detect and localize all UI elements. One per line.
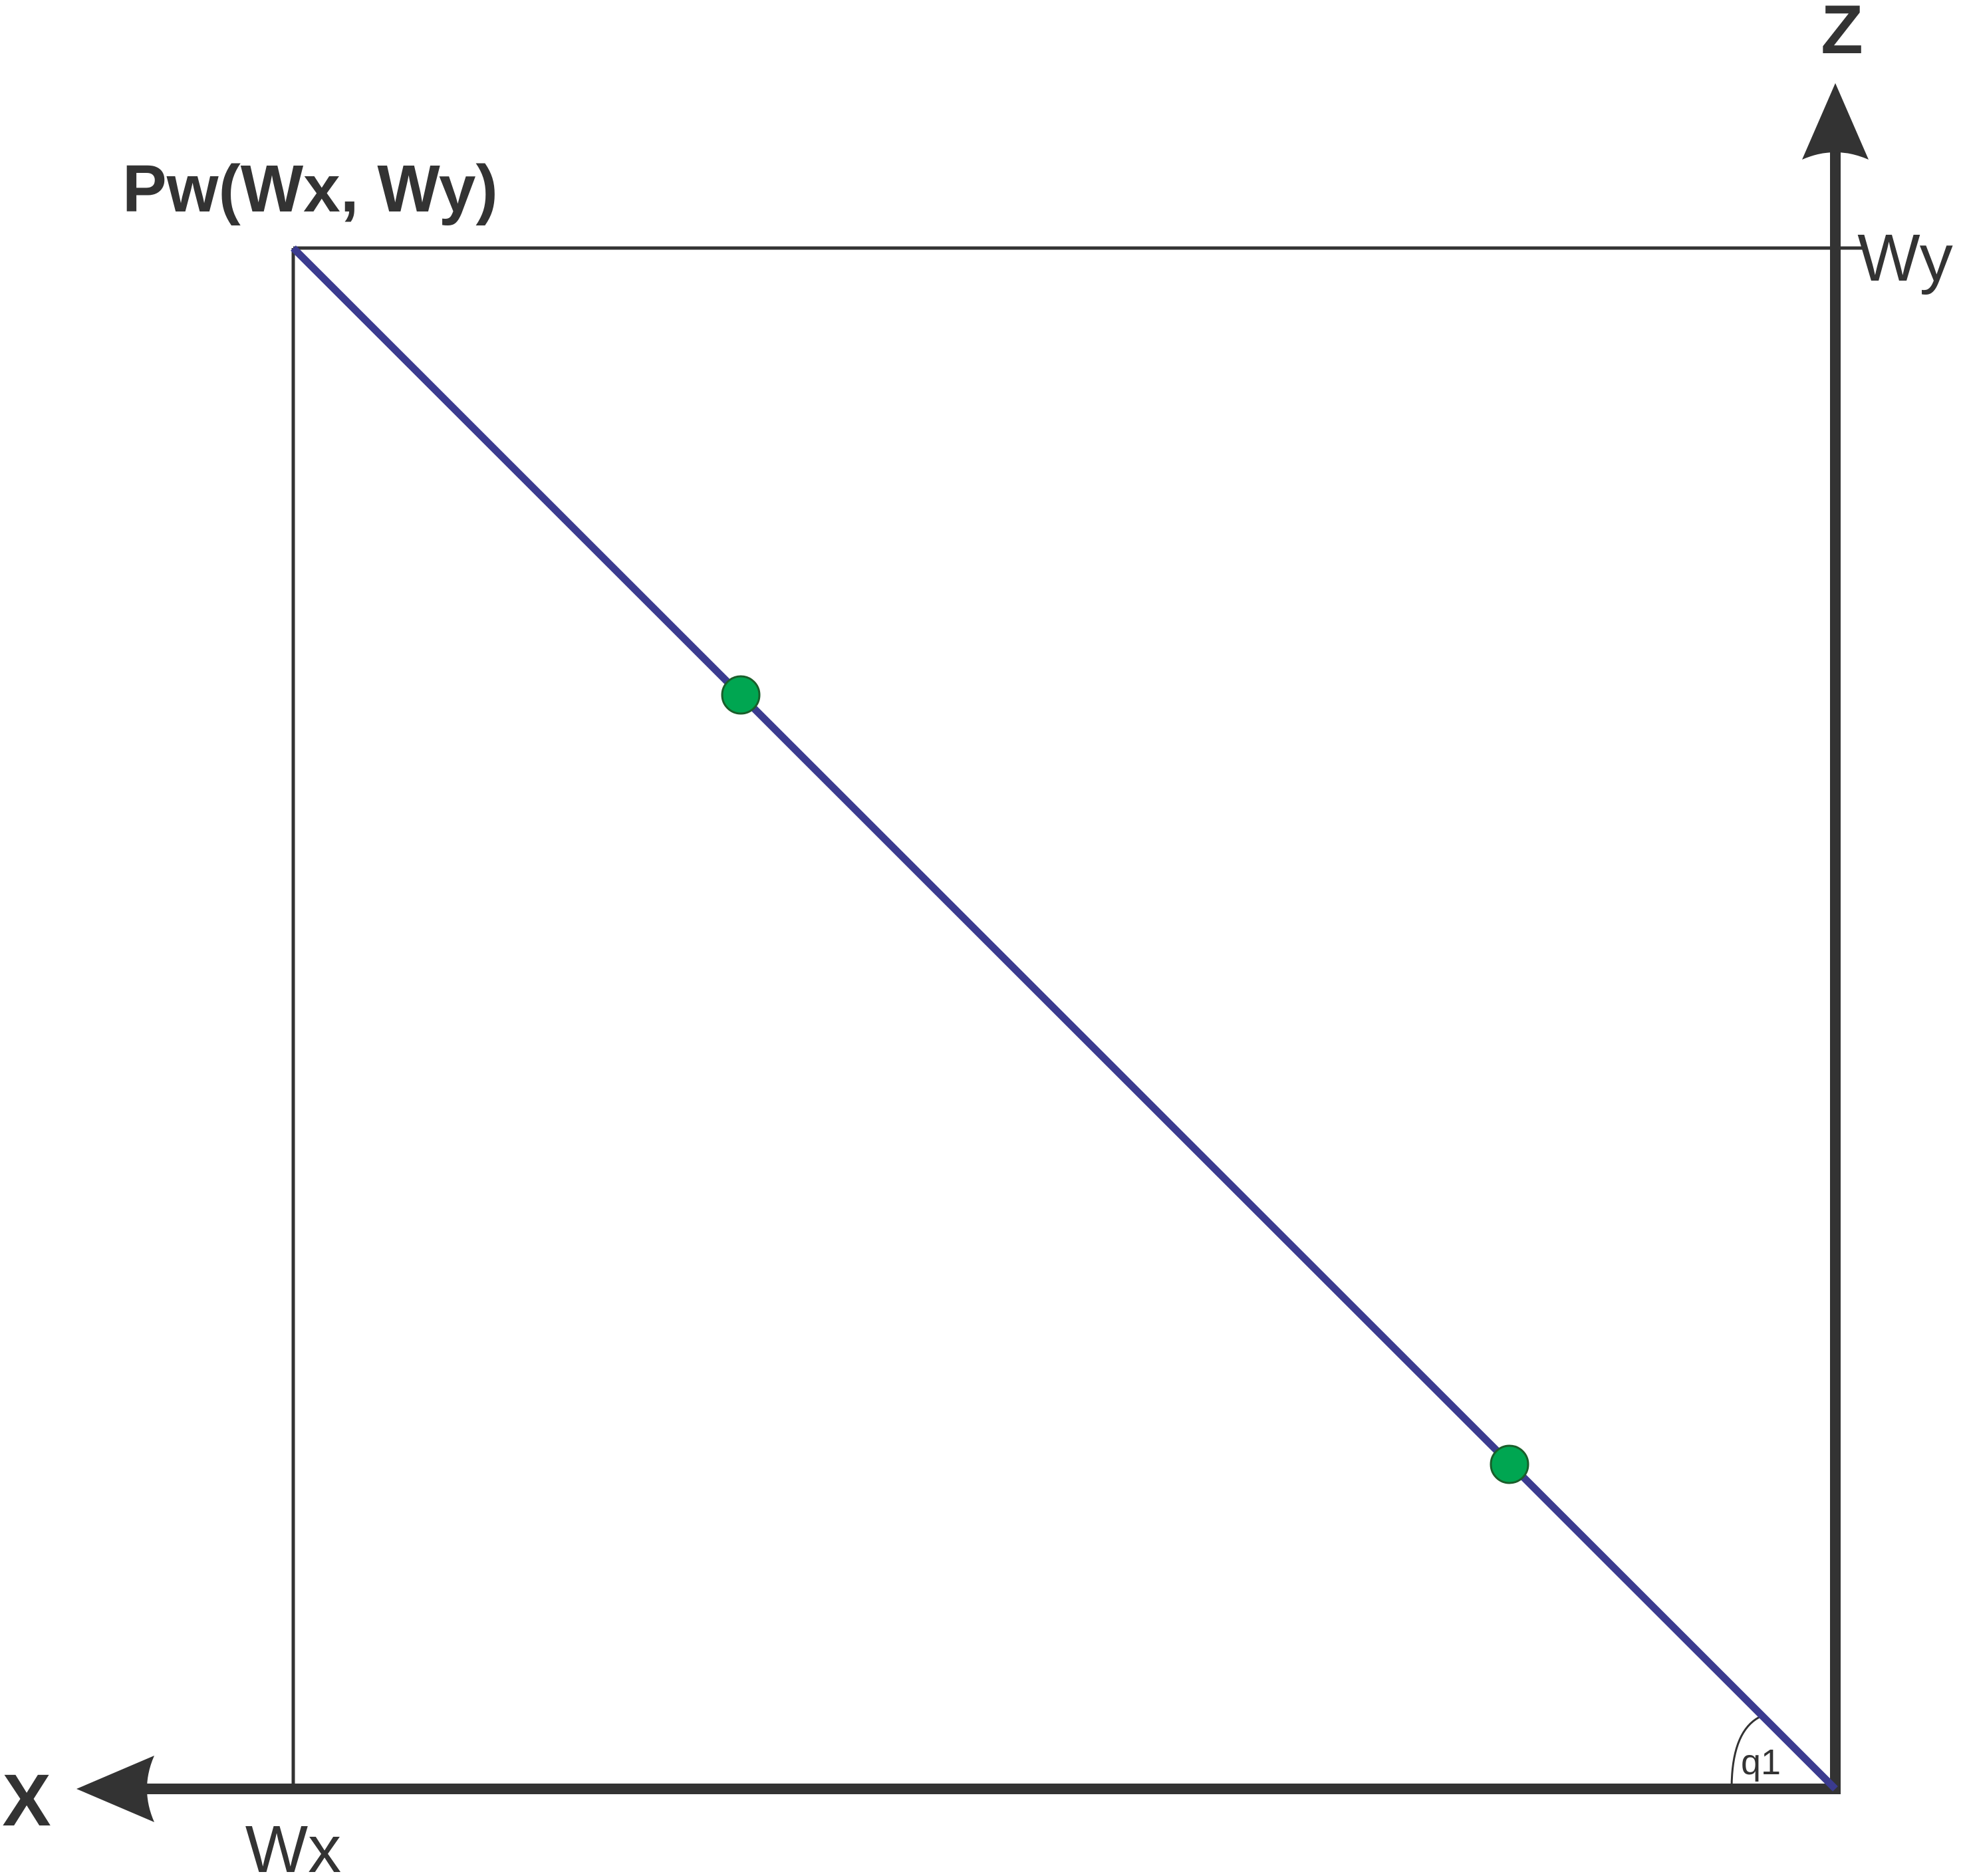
- z-axis-arrowhead: [1802, 83, 1869, 160]
- link-line: [291, 245, 1838, 1792]
- x-axis-arrowhead: [76, 1756, 154, 1822]
- x-axis-label: X: [2, 1760, 51, 1841]
- z-axis-label: Z: [1821, 0, 1863, 68]
- angle-arc: [1730, 1714, 1763, 1790]
- joint-upper: [721, 675, 761, 715]
- angle-label: q1: [1741, 1742, 1781, 1782]
- joint-lower: [1490, 1444, 1529, 1484]
- wx-label: Wx: [245, 1812, 341, 1876]
- point-label: Pw(Wx, Wy): [122, 152, 498, 226]
- wy-label: Wy: [1857, 221, 1953, 295]
